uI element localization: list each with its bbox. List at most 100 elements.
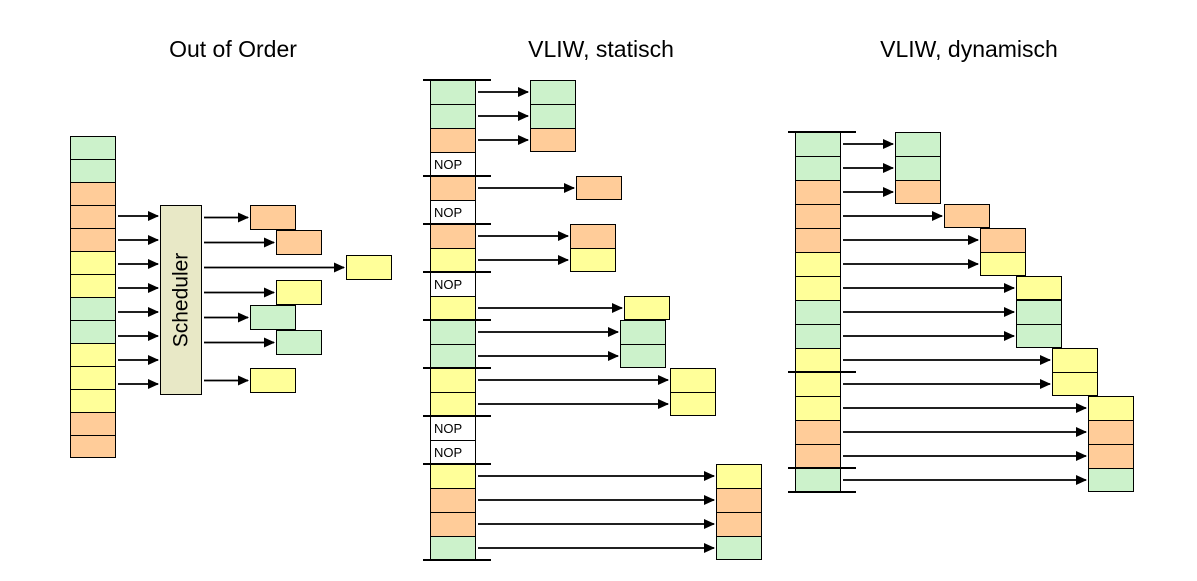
issued-instruction-box xyxy=(716,536,762,560)
bundle-separator xyxy=(788,467,856,469)
issued-instruction-box xyxy=(1052,372,1098,396)
nop-box: NOP xyxy=(430,272,476,296)
issued-instruction-box xyxy=(716,512,762,536)
instruction-box xyxy=(70,366,116,389)
issued-instruction-box xyxy=(1088,420,1134,444)
instruction-box xyxy=(70,412,116,435)
executed-instruction-box xyxy=(346,255,392,280)
instruction-box xyxy=(795,300,841,324)
nop-box: NOP xyxy=(430,416,476,440)
bundle-separator xyxy=(788,491,856,493)
instruction-box xyxy=(795,132,841,156)
executed-instruction-box xyxy=(276,280,322,305)
instruction-box xyxy=(795,180,841,204)
bundle-separator xyxy=(788,131,856,133)
instruction-box xyxy=(430,80,476,104)
issued-instruction-box xyxy=(670,392,716,416)
nop-box: NOP xyxy=(430,152,476,176)
instruction-box xyxy=(70,389,116,412)
issued-instruction-box xyxy=(530,128,576,152)
issued-instruction-box xyxy=(1016,276,1062,300)
instruction-box xyxy=(430,488,476,512)
bundle-separator xyxy=(423,415,491,417)
issued-instruction-box xyxy=(620,320,666,344)
issued-instruction-box xyxy=(895,132,941,156)
bundle-separator xyxy=(423,367,491,369)
bundle-separator xyxy=(423,223,491,225)
instruction-box xyxy=(795,420,841,444)
issued-instruction-box xyxy=(570,224,616,248)
issued-instruction-box xyxy=(576,176,622,200)
executed-instruction-box xyxy=(276,230,322,255)
issued-instruction-box xyxy=(895,156,941,180)
instruction-box xyxy=(430,464,476,488)
issued-instruction-box xyxy=(716,488,762,512)
bundle-separator xyxy=(423,319,491,321)
instruction-box xyxy=(70,343,116,366)
instruction-box xyxy=(70,320,116,343)
instruction-box xyxy=(70,136,116,159)
issued-instruction-box xyxy=(1052,348,1098,372)
instruction-box xyxy=(430,320,476,344)
issued-instruction-box xyxy=(530,104,576,128)
title-out-of-order: Out of Order xyxy=(169,36,297,62)
executed-instruction-box xyxy=(250,305,296,330)
instruction-box xyxy=(795,252,841,276)
instruction-box xyxy=(430,104,476,128)
issued-instruction-box xyxy=(1016,300,1062,324)
issued-instruction-box xyxy=(1088,468,1134,492)
instruction-box xyxy=(795,228,841,252)
scheduler-box: Scheduler xyxy=(160,205,202,395)
instruction-box xyxy=(430,512,476,536)
issued-instruction-box xyxy=(980,228,1026,252)
instruction-box xyxy=(430,248,476,272)
instruction-box xyxy=(795,468,841,492)
issued-instruction-box xyxy=(895,180,941,204)
instruction-box xyxy=(430,296,476,320)
executed-instruction-box xyxy=(250,368,296,393)
instruction-box xyxy=(70,435,116,458)
issued-instruction-box xyxy=(670,368,716,392)
instruction-box xyxy=(795,204,841,228)
instruction-box xyxy=(70,205,116,228)
bundle-separator xyxy=(423,79,491,81)
instruction-box xyxy=(70,251,116,274)
instruction-box xyxy=(70,274,116,297)
issued-instruction-box xyxy=(1016,324,1062,348)
instruction-box xyxy=(795,276,841,300)
bundle-separator xyxy=(423,175,491,177)
instruction-box xyxy=(795,324,841,348)
issued-instruction-box xyxy=(624,296,670,320)
issued-instruction-box xyxy=(1088,444,1134,468)
instruction-box xyxy=(430,224,476,248)
title-vliw-dynamic: VLIW, dynamisch xyxy=(880,36,1058,62)
issued-instruction-box xyxy=(980,252,1026,276)
instruction-box xyxy=(70,228,116,251)
bundle-separator xyxy=(423,271,491,273)
scheduler-label: Scheduler xyxy=(169,252,192,348)
issued-instruction-box xyxy=(620,344,666,368)
instruction-box xyxy=(795,444,841,468)
instruction-box xyxy=(70,159,116,182)
issued-instruction-box xyxy=(944,204,990,228)
nop-box: NOP xyxy=(430,440,476,464)
issued-instruction-box xyxy=(530,80,576,104)
instruction-box xyxy=(795,156,841,180)
executed-instruction-box xyxy=(276,330,322,355)
instruction-box xyxy=(70,182,116,205)
instruction-box xyxy=(430,128,476,152)
instruction-box xyxy=(430,368,476,392)
instruction-box xyxy=(430,176,476,200)
instruction-box xyxy=(795,348,841,372)
nop-box: NOP xyxy=(430,200,476,224)
bundle-separator xyxy=(788,371,856,373)
instruction-box xyxy=(430,392,476,416)
executed-instruction-box xyxy=(250,205,296,230)
issued-instruction-box xyxy=(716,464,762,488)
instruction-box xyxy=(70,297,116,320)
instruction-box xyxy=(795,372,841,396)
issued-instruction-box xyxy=(570,248,616,272)
issued-instruction-box xyxy=(1088,396,1134,420)
instruction-box xyxy=(795,396,841,420)
